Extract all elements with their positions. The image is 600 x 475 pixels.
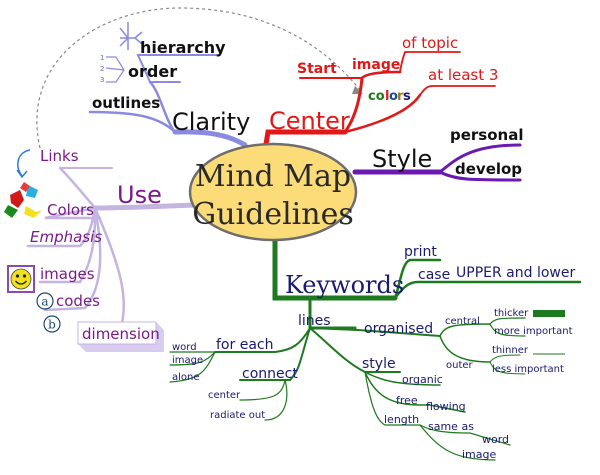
clarity-branch-lines	[88, 54, 248, 148]
start-label: Start	[297, 61, 337, 77]
center-branch-label: Center	[269, 107, 350, 135]
hierarchy-icon	[119, 22, 143, 50]
thicker-label: thicker	[494, 308, 529, 319]
less-important-label: less important	[492, 364, 564, 375]
style-branch-label: Style	[372, 145, 432, 173]
hierarchy-label: hierarchy	[140, 38, 226, 57]
length-image-label: image	[462, 448, 496, 461]
colors-multicolor-label: co l o r s	[368, 89, 411, 104]
thicker-bar	[533, 310, 565, 317]
svg-text:r: r	[397, 89, 404, 104]
connect-label: connect	[242, 366, 298, 382]
code-b-icon: b	[43, 315, 61, 333]
central-node	[188, 142, 358, 242]
central-label: central	[445, 316, 480, 327]
style-sub-label: style	[362, 356, 396, 372]
order-label: order	[128, 62, 177, 81]
dimension-label: dimension	[82, 325, 160, 343]
keywords-branch-label: Keywords	[285, 271, 404, 299]
smiley-icon	[7, 265, 35, 293]
link-arrow-icon	[16, 149, 31, 179]
free-label: free	[396, 394, 418, 407]
clarity-label: Clarity	[172, 108, 250, 136]
for-each-alone-label: alone	[172, 372, 200, 383]
connect-center-label: center	[208, 390, 241, 401]
links-label: Links	[40, 147, 79, 165]
same-as-label: same as	[428, 420, 474, 433]
svg-text:s: s	[403, 89, 411, 104]
use-branch-label: Use	[117, 181, 162, 209]
thinner-label: thinner	[492, 345, 529, 356]
images-label: images	[40, 265, 95, 283]
outlines-label: outlines	[92, 94, 160, 112]
code-a-icon: a	[36, 292, 54, 310]
order-number-1: 1	[100, 54, 104, 62]
more-important-label: more important	[494, 326, 573, 337]
length-word-label: word	[482, 433, 509, 446]
colors-label: Colors	[47, 201, 94, 219]
radiate-out-label: radiate out	[210, 410, 265, 421]
for-each-word-label: word	[172, 342, 197, 353]
case-label: case	[418, 267, 450, 283]
outer-label: outer	[446, 360, 474, 371]
style-branch-lines	[352, 143, 522, 182]
central-title-line2: Guidelines	[192, 197, 354, 232]
order-icon: 1 2 3	[100, 54, 125, 84]
personal-label: personal	[450, 126, 523, 144]
for-each-image-label: image	[172, 355, 203, 366]
emphasis-label: Emphasis	[30, 228, 102, 246]
organic-label: organic	[402, 373, 443, 386]
organised-label: organised	[364, 321, 433, 337]
svg-text:l: l	[385, 89, 389, 104]
of-topic-label: of topic	[402, 34, 458, 52]
order-number-2: 2	[100, 65, 104, 73]
central-title-line1: Mind Map	[195, 159, 351, 194]
print-label: print	[404, 244, 437, 260]
use-branch-lines	[26, 166, 198, 332]
length-label: length	[384, 413, 419, 426]
svg-text:co: co	[368, 89, 385, 104]
codes-label: codes	[56, 292, 100, 310]
svg-text:o: o	[389, 89, 398, 104]
image-label: image	[352, 57, 400, 73]
svg-text:b: b	[48, 318, 56, 332]
for-each-label: for each	[216, 337, 273, 353]
link-dashed-connector	[36, 7, 361, 149]
develop-label: develop	[455, 160, 522, 178]
dimension-box	[77, 321, 164, 352]
keywords-branch-lines	[169, 229, 582, 461]
at-least-3-label: at least 3	[428, 66, 498, 84]
center-branch-lines	[262, 51, 496, 153]
svg-text:a: a	[41, 295, 48, 309]
lines-label: lines	[298, 313, 331, 329]
flowing-label: flowing	[426, 400, 466, 413]
order-number-3: 3	[100, 76, 104, 84]
colors-splash-icon	[4, 182, 42, 218]
upper-lower-label: UPPER and lower	[456, 265, 575, 281]
